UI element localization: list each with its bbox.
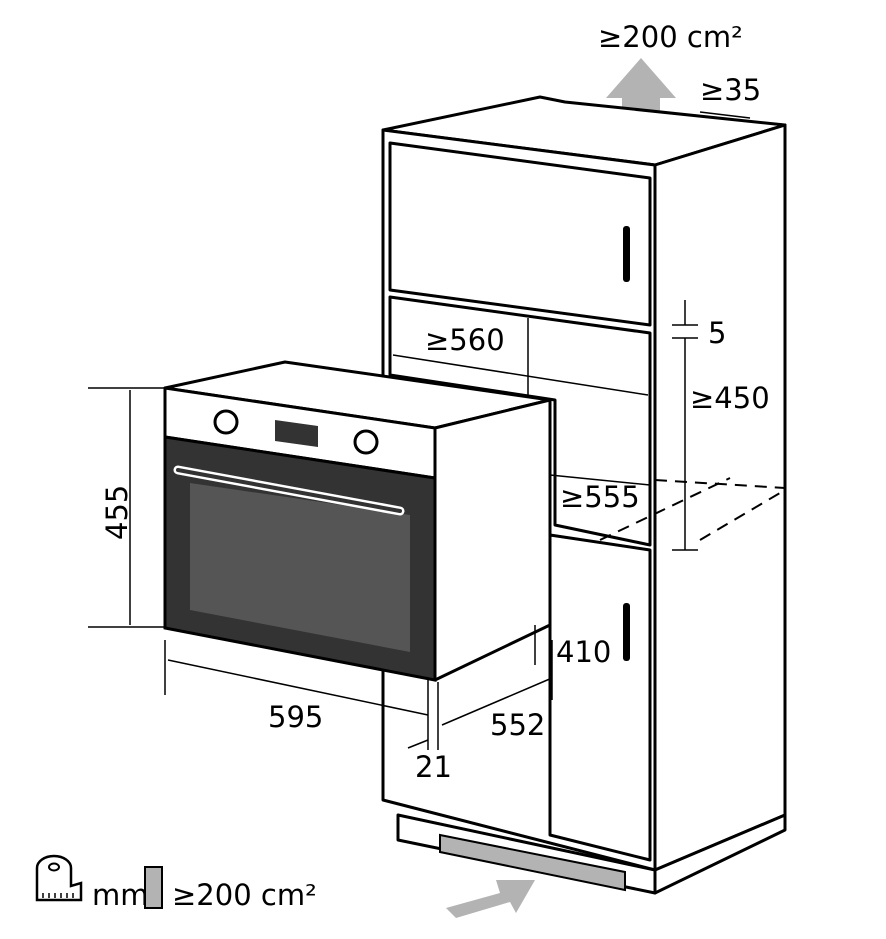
niche-depth-line	[599, 477, 731, 541]
vent-legend-label: ≥200 cm²	[172, 878, 317, 912]
oven-window	[190, 483, 410, 652]
oven-depth-line	[441, 677, 553, 726]
niche-height-label: ≥450	[690, 381, 770, 415]
lower-door	[548, 533, 652, 862]
body-height-label: 410	[556, 635, 611, 669]
upper-door	[388, 141, 652, 327]
plinth-vent	[439, 833, 626, 892]
built-in-oven	[163, 360, 552, 682]
lower-door-handle	[623, 603, 630, 661]
bottom-vent-arrow	[446, 880, 535, 918]
niche-width-line	[392, 354, 649, 396]
niche-depth-label: ≥555	[560, 480, 640, 514]
oven-depth-label: 552	[490, 708, 545, 742]
oven-width-line	[167, 659, 429, 716]
upper-door-handle	[623, 226, 630, 282]
unit-label: mm	[92, 878, 149, 912]
front-panel-label: 21	[415, 750, 452, 784]
niche-width-label: ≥560	[425, 323, 505, 357]
gap-label: 5	[708, 316, 726, 350]
oven-width-label: 595	[268, 700, 323, 734]
top-vent-label: ≥200 cm²	[598, 20, 743, 54]
vent-swatch	[144, 866, 163, 909]
tall-cabinet	[381, 95, 787, 895]
top-clearance-label: ≥35	[700, 73, 761, 107]
tape-measure-icon	[35, 854, 83, 902]
left-knob	[213, 409, 239, 435]
right-knob	[353, 429, 379, 455]
top-clearance-line	[699, 111, 751, 119]
oven-height-label: 455	[100, 485, 134, 540]
display	[275, 420, 318, 447]
